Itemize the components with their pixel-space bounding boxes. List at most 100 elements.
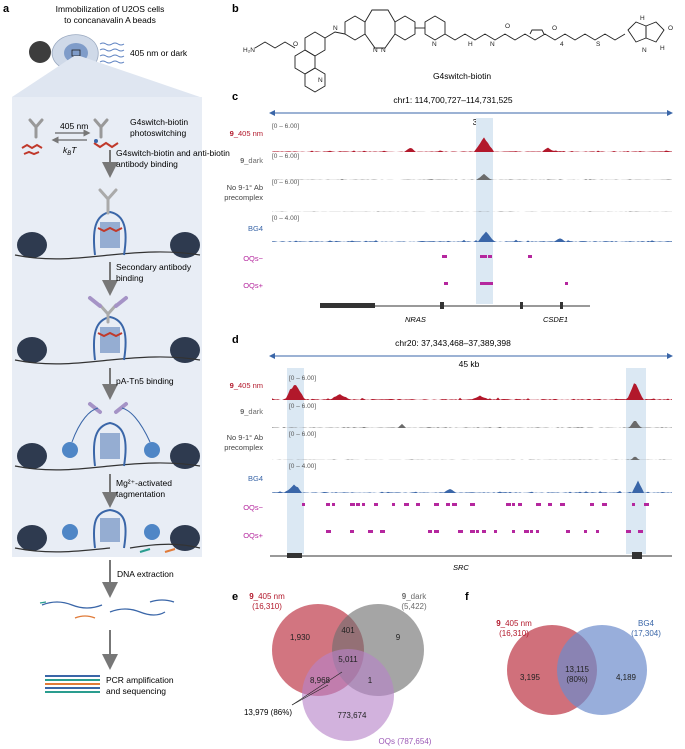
svg-text:precomplex: precomplex [224, 193, 263, 202]
sequencing-line1: PCR amplification [106, 675, 174, 685]
peak-mark [632, 503, 635, 506]
step-5-line2: tagmentation [116, 489, 165, 499]
panel-label-c: c [232, 91, 238, 103]
peak-mark [434, 503, 439, 506]
peak-mark [518, 503, 522, 506]
chromatin-stage-2 [14, 296, 201, 365]
d-scale: 45 kb [459, 359, 480, 369]
svg-text:O: O [293, 41, 298, 48]
signal-track [272, 173, 672, 180]
svg-text:9_dark: 9_dark [240, 407, 263, 416]
e-one-two: 401 [341, 626, 355, 635]
signal-track [272, 231, 672, 242]
a-title-line2: to concanavalin A beads [64, 15, 156, 25]
c-gene-track: NRAS CSDE1 [320, 302, 590, 324]
f-set1-label: 9_405 nm [496, 619, 532, 628]
panel-c: c chr1: 114,700,727–114,731,525 30 kb 9_… [224, 91, 673, 324]
peak-mark [458, 530, 463, 533]
peak-mark [506, 503, 511, 506]
f-set1-count: (16,310) [499, 629, 529, 638]
peak-mark [326, 503, 330, 506]
f-only1: 3,195 [520, 673, 541, 682]
svg-text:O: O [552, 25, 557, 32]
peak-mark [584, 530, 587, 533]
step-3-line2: binding [116, 273, 144, 283]
molecule-name: G4switch-biotin [433, 71, 491, 81]
peak-mark [470, 503, 475, 506]
venn-e-values: 1,930 401 9 5,011 8,968 1 773,674 [290, 626, 401, 720]
svg-text:[0 – 6.00]: [0 – 6.00] [289, 403, 316, 410]
f-overlap-pct: (80%) [566, 675, 588, 684]
peak-mark [484, 282, 489, 285]
svg-text:No 9-1° Ab: No 9-1° Ab [227, 183, 263, 192]
step-3-line1: Secondary antibody [116, 262, 192, 272]
f-set2-count: (17,304) [631, 629, 661, 638]
signal-track [272, 383, 672, 400]
gene-src: SRC [453, 563, 469, 572]
c-locus: chr1: 114,700,727–114,731,525 [393, 95, 513, 105]
structure-atoms: H₂N O N N N N N H O N O 4 S H N H O [243, 15, 673, 84]
peak-mark [434, 530, 439, 533]
peak-mark [494, 530, 497, 533]
g4switch-structure [254, 9, 665, 93]
peak-mark [590, 503, 594, 506]
peak-mark [480, 255, 485, 258]
f-set2-label: BG4 [638, 619, 655, 628]
signal-track [272, 137, 672, 152]
e-one-three: 8,968 [310, 676, 331, 685]
sequencing-line2: and sequencing [106, 686, 166, 696]
peak-mark [362, 503, 365, 506]
peak-mark [350, 503, 355, 506]
svg-text:N: N [642, 47, 647, 54]
svg-text:[0 – 6.00]: [0 – 6.00] [272, 123, 299, 130]
svg-text:N: N [432, 41, 437, 48]
concanavalin-bead [29, 41, 51, 63]
peak-mark [626, 530, 631, 533]
peak-mark [326, 530, 331, 533]
peak-mark [470, 530, 475, 533]
e-set3-label: OQs (787,654) [379, 737, 432, 746]
step-5-line1: Mg²⁺-activated [116, 478, 172, 488]
svg-text:H: H [640, 15, 645, 22]
zoom-funnel [12, 56, 200, 97]
peak-mark [302, 503, 305, 506]
svg-text:O: O [505, 23, 510, 30]
e-set2-label: 9_dark [402, 592, 427, 601]
panel-b: b H₂N O N N N [232, 3, 673, 93]
chromatin-stage-4 [14, 508, 201, 553]
e-only3: 773,674 [338, 711, 367, 720]
chromatin-stage-3 [14, 402, 201, 471]
step-2-line1: G4switch-biotin and anti-biotin [116, 148, 230, 158]
svg-text:No 9-1° Ab: No 9-1° Ab [227, 433, 263, 442]
a-light-label: 405 nm or dark [130, 48, 188, 58]
venn-f-set2 [557, 625, 647, 715]
svg-text:[0 – 6.00]: [0 – 6.00] [289, 431, 316, 438]
svg-text:precomplex: precomplex [224, 443, 263, 452]
step-1-line1: G4switch-biotin [130, 117, 188, 127]
svg-text:N: N [318, 77, 323, 84]
a-title-line1: Immobilization of U2OS cells [56, 4, 165, 14]
peak-mark [476, 530, 479, 533]
gene-nras: NRAS [405, 315, 426, 324]
svg-text:[0 – 4.00]: [0 – 4.00] [289, 463, 316, 470]
step-2-line2: antibody binding [116, 159, 178, 169]
antibody-icon [28, 118, 44, 139]
peak-mark [442, 255, 447, 258]
svg-text:H: H [468, 41, 473, 48]
peak-mark [566, 530, 570, 533]
peak-mark [484, 255, 487, 258]
peak-mark [392, 503, 395, 506]
peak-mark [536, 530, 539, 533]
svg-text:O: O [668, 25, 673, 32]
step-1-line2: photoswitching [130, 128, 187, 138]
peak-mark [350, 530, 354, 533]
chromatin-stage-1 [14, 188, 201, 260]
peak-mark [488, 282, 493, 285]
svg-text:OQs−: OQs− [243, 503, 263, 512]
svg-text:OQs−: OQs− [243, 254, 263, 263]
svg-text:9_405 nm: 9_405 nm [230, 381, 263, 390]
panel-f: f 9_405 nm (16,310) BG4 (17,304) 3,195 1… [465, 591, 661, 715]
peak-mark [536, 503, 541, 506]
peak-mark [452, 503, 457, 506]
panel-label-e: e [232, 591, 238, 603]
